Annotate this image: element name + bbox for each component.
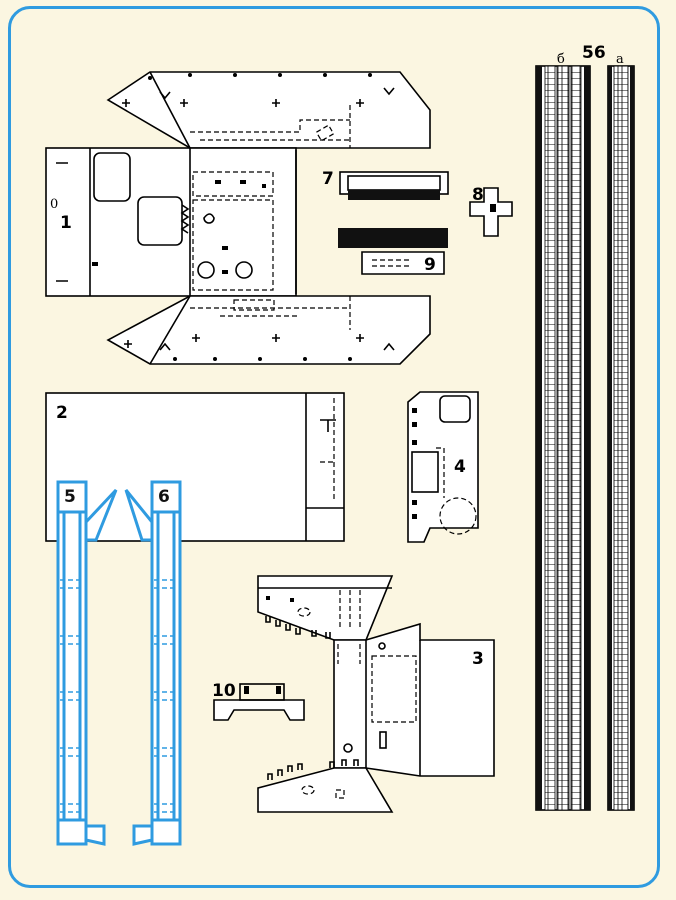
- part-8-label: 8: [472, 185, 484, 205]
- part-9-block: 9: [338, 228, 448, 275]
- part-6-strip: 6: [124, 480, 182, 846]
- part-2-label: 2: [56, 403, 68, 423]
- part-5-strip: 5: [56, 480, 118, 846]
- part-56-label: 56: [582, 43, 606, 63]
- part-1-label: 1: [60, 213, 72, 233]
- part-3-turret: 3: [257, 575, 495, 813]
- part-10-label: 10: [212, 681, 236, 701]
- sheet-frame: [8, 6, 660, 888]
- part-7-label: 7: [322, 169, 334, 189]
- part-56-tracks: б 56 а: [535, 43, 635, 811]
- part-7-box: 7: [322, 169, 449, 200]
- part-9-label: 9: [424, 255, 436, 275]
- track-a-label: а: [616, 52, 624, 67]
- part-1-mark: 0: [50, 197, 58, 212]
- part-4-side: 4: [407, 391, 479, 543]
- part-8-cross: 8: [469, 185, 513, 237]
- track-b-label: б: [557, 52, 565, 67]
- part-10-piece: 10: [212, 681, 305, 721]
- part-5-label: 5: [64, 487, 76, 507]
- part-6-label: 6: [158, 487, 170, 507]
- part-3-label: 3: [472, 649, 484, 669]
- part-4-label: 4: [454, 457, 466, 477]
- part-1-hull-top: 0 1: [45, 71, 431, 365]
